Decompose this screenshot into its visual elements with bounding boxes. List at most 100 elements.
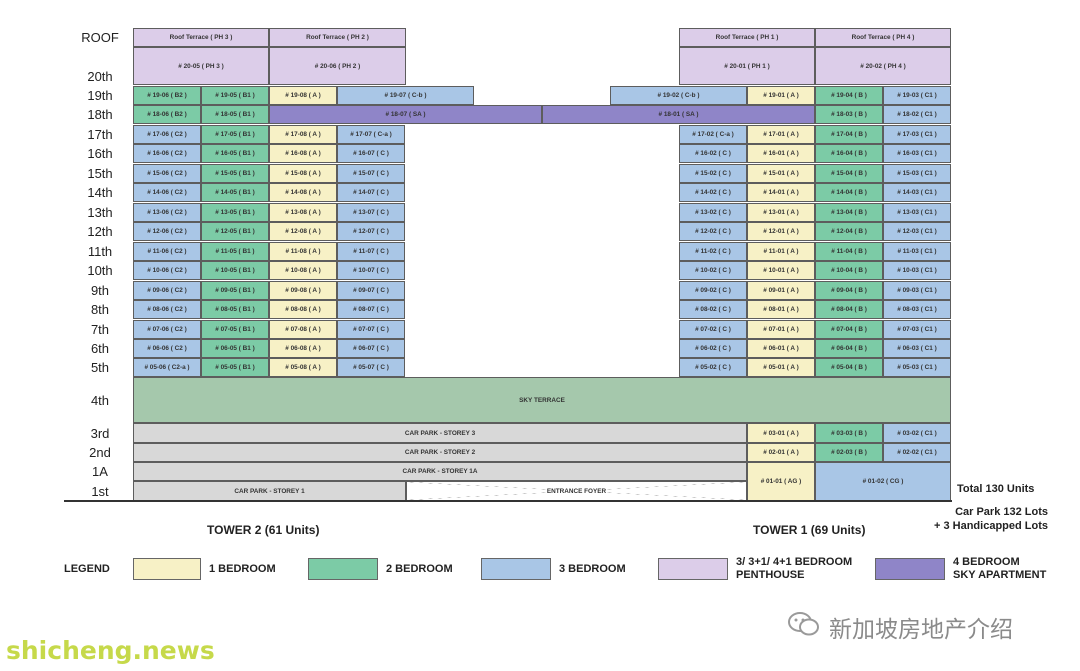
unit-label: # 05-06 ( C2-a ) xyxy=(144,364,190,371)
unit-05-02-c: # 05-02 ( C ) xyxy=(679,358,747,377)
unit-label: # 09-06 ( C2 ) xyxy=(147,287,187,294)
unit-label: # 06-02 ( C ) xyxy=(695,345,731,352)
unit-label: # 10-04 ( B ) xyxy=(831,267,867,274)
unit-label: # 05-01 ( A ) xyxy=(763,364,799,371)
unit-15-06-c2: # 15-06 ( C2 ) xyxy=(133,164,201,183)
unit-13-04-b: # 13-04 ( B ) xyxy=(815,203,883,222)
unit-13-07-c: # 13-07 ( C ) xyxy=(337,203,405,222)
floor-label: 17th xyxy=(87,127,113,142)
floor-label: ROOF xyxy=(81,30,119,45)
unit-label: Roof Terrace ( PH 1 ) xyxy=(715,34,779,41)
unit-label: # 01-02 ( CG ) xyxy=(862,478,904,485)
unit-09-07-c: # 09-07 ( C ) xyxy=(337,281,405,300)
unit-09-08-a: # 09-08 ( A ) xyxy=(269,281,337,300)
unit-label: # 17-04 ( B ) xyxy=(831,131,867,138)
legend-label-sky-apartment-line1: 4 BEDROOM xyxy=(953,556,1020,568)
unit-07-07-c: # 07-07 ( C ) xyxy=(337,320,405,339)
unit-label: # 11-04 ( B ) xyxy=(831,248,867,255)
unit-label: # 07-01 ( A ) xyxy=(763,326,799,333)
unit-label: # 15-06 ( C2 ) xyxy=(147,170,187,177)
unit-12-08-a: # 12-08 ( A ) xyxy=(269,222,337,241)
unit-20-01-ph-1: # 20-01 ( PH 1 ) xyxy=(679,47,815,85)
legend-label-sky-apartment-line2: SKY APARTMENT xyxy=(953,569,1047,581)
car-park-lots-label: Car Park 132 Lots xyxy=(955,506,1048,518)
floor-label: 1st xyxy=(91,483,109,499)
unit-label: # 03-02 ( C1 ) xyxy=(897,429,937,437)
unit-label: # 14-08 ( A ) xyxy=(285,189,321,196)
unit-14-02-c: # 14-02 ( C ) xyxy=(679,183,747,202)
unit-18-03-b: # 18-03 ( B ) xyxy=(815,105,883,124)
unit-label: # 14-07 ( C ) xyxy=(353,189,389,196)
unit-label: # 18-07 ( SA ) xyxy=(385,111,426,118)
unit-15-05-b1: # 15-05 ( B1 ) xyxy=(201,164,269,183)
unit-label: # 11-03 ( C1 ) xyxy=(897,248,937,255)
unit-19-06-b2: # 19-06 ( B2 ) xyxy=(133,86,201,105)
unit-label: # 10-01 ( A ) xyxy=(763,267,799,274)
unit-14-04-b: # 14-04 ( B ) xyxy=(815,183,883,202)
unit-label: # 15-05 ( B1 ) xyxy=(215,170,255,177)
unit-roof-terrace-ph-2: Roof Terrace ( PH 2 ) xyxy=(269,28,406,47)
unit-label: # 12-02 ( C ) xyxy=(695,228,731,235)
floor-label: 6th xyxy=(90,341,110,356)
floor-label: 10th xyxy=(87,263,113,278)
unit-02-01-a: # 02-01 ( A ) xyxy=(747,443,815,462)
unit-19-03-c1: # 19-03 ( C1 ) xyxy=(883,86,951,105)
unit-roof-terrace-ph-4: Roof Terrace ( PH 4 ) xyxy=(815,28,951,47)
unit-08-08-a: # 08-08 ( A ) xyxy=(269,300,337,319)
unit-09-05-b1: # 09-05 ( B1 ) xyxy=(201,281,269,300)
unit-label: # 16-07 ( C ) xyxy=(353,150,389,157)
unit-14-01-a: # 14-01 ( A ) xyxy=(747,183,815,202)
unit-label: # 19-04 ( B ) xyxy=(831,92,867,99)
unit-label: # 19-05 ( B1 ) xyxy=(215,92,255,99)
unit-label: # 13-07 ( C ) xyxy=(353,209,389,216)
unit-17-06-c2: # 17-06 ( C2 ) xyxy=(133,125,201,144)
unit-10-02-c: # 10-02 ( C ) xyxy=(679,261,747,280)
unit-label: # 09-01 ( A ) xyxy=(763,287,799,294)
unit-11-06-c2: # 11-06 ( C2 ) xyxy=(133,242,201,261)
unit-label: # 09-08 ( A ) xyxy=(285,287,321,294)
unit-label: # 16-02 ( C ) xyxy=(695,150,731,157)
unit-06-02-c: # 06-02 ( C ) xyxy=(679,339,747,358)
floor-label: 19th xyxy=(87,88,113,103)
unit-18-07-sa: # 18-07 ( SA ) xyxy=(269,105,542,124)
ground-line xyxy=(64,500,952,502)
unit-08-03-c1: # 08-03 ( C1 ) xyxy=(883,300,951,319)
legend-label-1-bedroom: 1 BEDROOM xyxy=(209,563,276,575)
unit-20-06-ph-2: # 20-06 ( PH 2 ) xyxy=(269,47,406,85)
unit-label: Roof Terrace ( PH 4 ) xyxy=(851,34,915,41)
unit-07-06-c2: # 07-06 ( C2 ) xyxy=(133,320,201,339)
unit-label: # 17-05 ( B1 ) xyxy=(215,131,255,138)
unit-label: # 06-04 ( B ) xyxy=(831,345,867,352)
unit-label: # 02-01 ( A ) xyxy=(763,449,799,456)
unit-15-08-a: # 15-08 ( A ) xyxy=(269,164,337,183)
unit-17-04-b: # 17-04 ( B ) xyxy=(815,125,883,144)
unit-11-05-b1: # 11-05 ( B1 ) xyxy=(201,242,269,261)
unit-label: # 09-03 ( C1 ) xyxy=(897,287,937,294)
unit-label: # 16-03 ( C1 ) xyxy=(897,150,937,157)
unit-19-02-c-b: # 19-02 ( C-b ) xyxy=(610,86,747,105)
unit-16-08-a: # 16-08 ( A ) xyxy=(269,144,337,163)
unit-16-07-c: # 16-07 ( C ) xyxy=(337,144,405,163)
unit-label: # 20-01 ( PH 1 ) xyxy=(724,62,770,70)
unit-label: # 17-02 ( C-a ) xyxy=(692,131,734,138)
unit-11-03-c1: # 11-03 ( C1 ) xyxy=(883,242,951,261)
unit-label: # 10-03 ( C1 ) xyxy=(897,267,937,274)
unit-10-08-a: # 10-08 ( A ) xyxy=(269,261,337,280)
floor-label: 18th xyxy=(87,107,113,122)
unit-17-01-a: # 17-01 ( A ) xyxy=(747,125,815,144)
floor-label: 9th xyxy=(90,283,110,298)
legend-label-2-bedroom: 2 BEDROOM xyxy=(386,563,453,575)
unit-label: # 05-08 ( A ) xyxy=(285,364,321,371)
unit-05-08-a: # 05-08 ( A ) xyxy=(269,358,337,377)
unit-05-06-c2-a: # 05-06 ( C2-a ) xyxy=(133,358,201,377)
unit-label: # 10-05 ( B1 ) xyxy=(215,267,255,274)
unit-17-03-c1: # 17-03 ( C1 ) xyxy=(883,125,951,144)
unit-18-02-c1: # 18-02 ( C1 ) xyxy=(883,105,951,124)
unit-14-05-b1: # 14-05 ( B1 ) xyxy=(201,183,269,202)
unit-label: # 13-06 ( C2 ) xyxy=(147,209,187,216)
legend-label-penthouse-line2: PENTHOUSE xyxy=(736,569,805,581)
unit-label: # 08-03 ( C1 ) xyxy=(897,306,937,313)
floor-label: 3rd xyxy=(90,425,110,441)
unit-label: # 10-07 ( C ) xyxy=(353,267,389,274)
unit-label: # 07-02 ( C ) xyxy=(695,326,731,333)
